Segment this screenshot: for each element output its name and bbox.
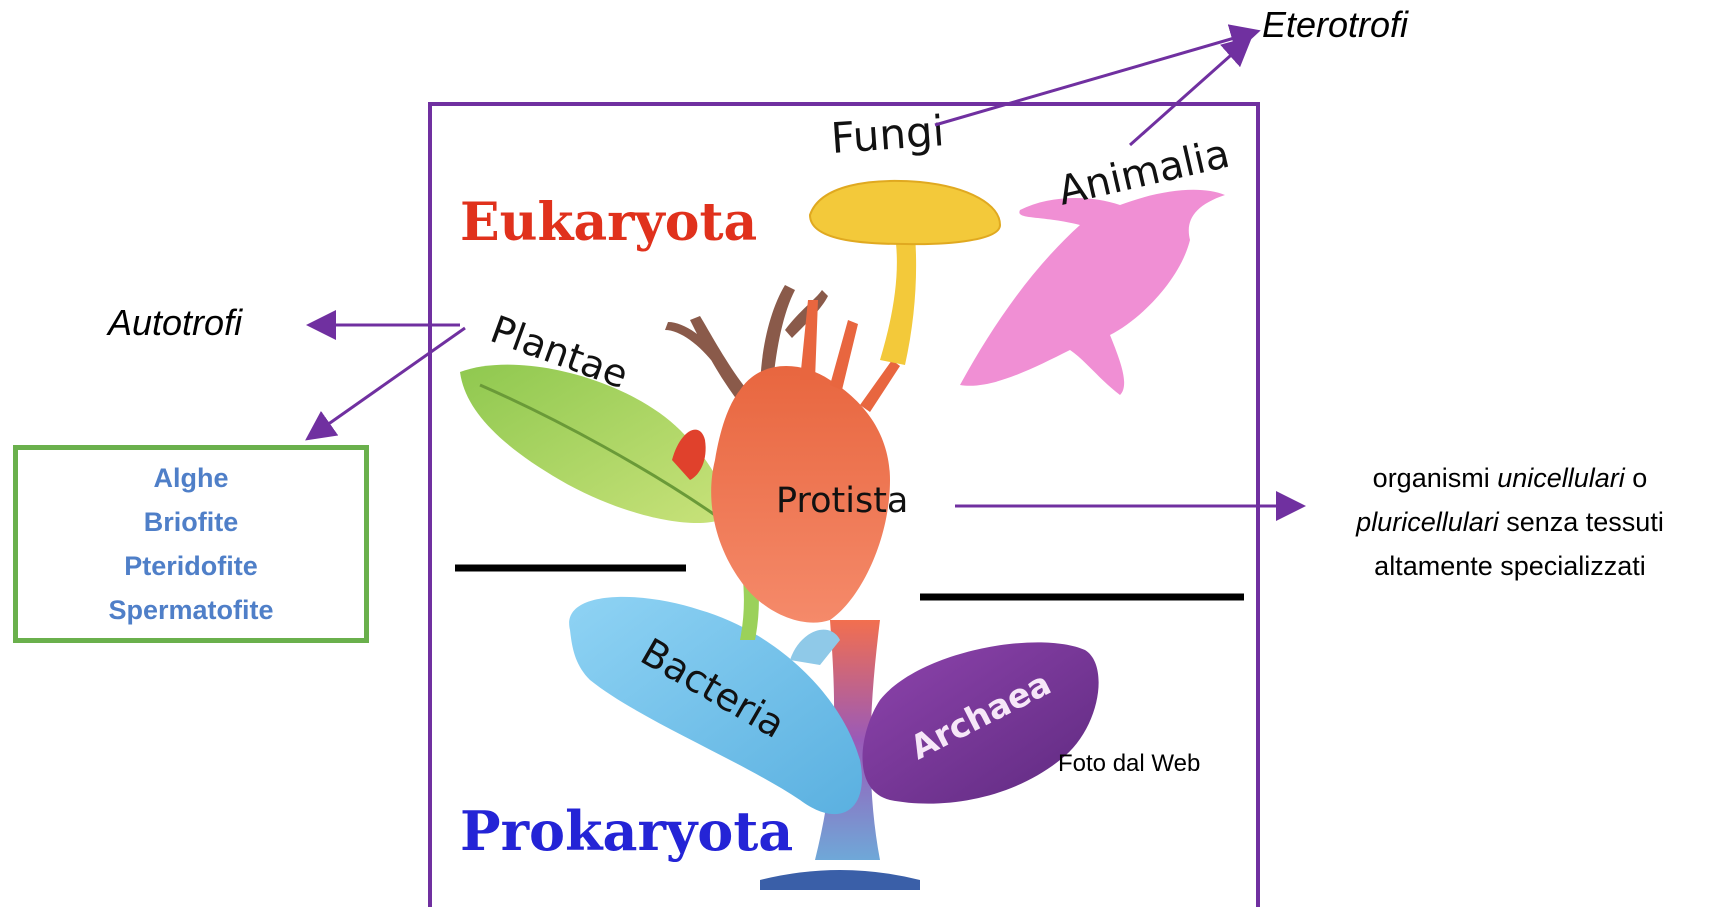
- desc-unicellulari: unicellulari: [1497, 463, 1625, 493]
- autotrofi-label: Autotrofi: [108, 302, 242, 344]
- base-shape: [760, 870, 920, 890]
- protista-label: Protista: [776, 481, 908, 521]
- bacteria-branch-shape: [790, 630, 840, 665]
- arrow-to-plant-groups: [310, 328, 465, 437]
- eukaryota-label: Eukaryota: [460, 192, 757, 253]
- arrow-animalia-to-eterotrofi: [1130, 40, 1248, 145]
- plant-group-item: Alghe: [153, 456, 228, 500]
- desc-pluricellulari: pluricellulari: [1356, 507, 1499, 537]
- eterotrofi-label: Eterotrofi: [1262, 4, 1408, 46]
- desc-part: o: [1625, 463, 1648, 493]
- prokaryota-label: Prokaryota: [460, 799, 793, 863]
- fungi-label: Fungi: [829, 106, 946, 163]
- protista-description: organismi unicellulari o pluricellulari …: [1300, 456, 1720, 588]
- plant-group-item: Pteridofite: [124, 544, 258, 588]
- desc-part: organismi: [1373, 463, 1498, 493]
- arrow-fungi-to-eterotrofi: [935, 32, 1255, 125]
- plant-group-item: Spermatofite: [108, 588, 273, 632]
- photo-credit: Foto dal Web: [1058, 750, 1200, 778]
- plant-groups-box: Alghe Briofite Pteridofite Spermatofite: [13, 445, 369, 643]
- fungi-stem-shape: [880, 235, 916, 365]
- fungi-cap-shape: [810, 181, 1000, 244]
- plant-group-item: Briofite: [144, 500, 239, 544]
